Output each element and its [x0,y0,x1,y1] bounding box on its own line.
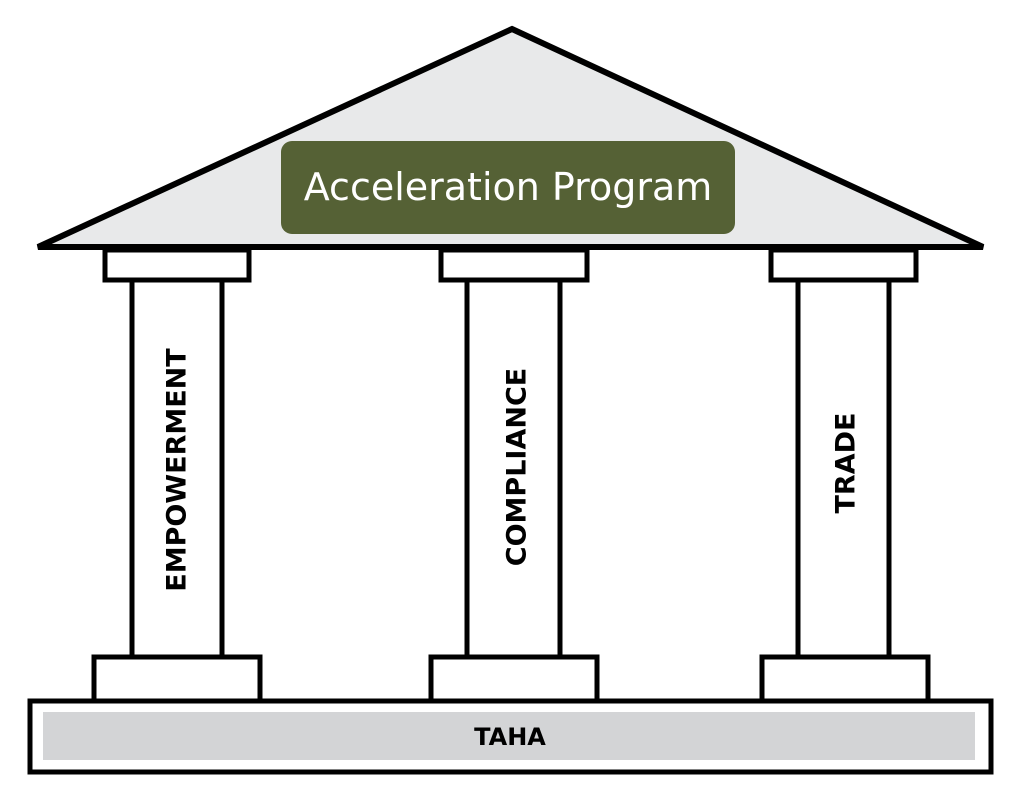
roof-title: Acceleration Program [304,165,713,209]
roof [36,25,985,250]
pillar-compliance: COMPLIANCE [428,247,600,704]
pillar-shaft [464,277,563,660]
pillar-capital [102,247,252,283]
roof-title-box [281,141,735,234]
pillar-empowerment: EMPOWERMENT [91,247,263,704]
pillar-label: TRADE [831,413,862,514]
pillar-capital [768,247,919,283]
pillar-base [428,654,600,704]
pillar-base [91,654,263,704]
pillar-label: EMPOWERMENT [162,348,193,592]
pillar-label: COMPLIANCE [502,368,533,566]
pillar-base [759,654,931,704]
foundation-label: TAHA [474,723,546,751]
foundation-inner [43,712,975,760]
pillar-shaft [129,277,225,660]
pillar-trade: TRADE [759,247,931,704]
pillar-capital [438,247,590,283]
foundation: TAHA [27,698,994,775]
